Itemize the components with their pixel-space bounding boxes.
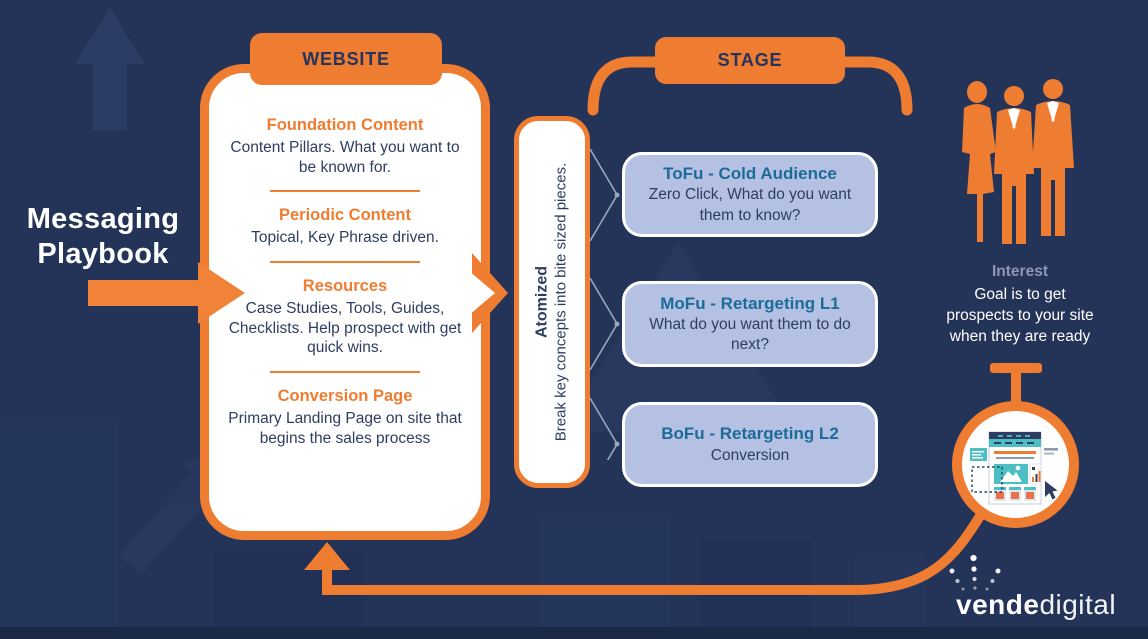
- brand-logo: vendedigital: [956, 589, 1116, 621]
- stats-lines-icon: [1044, 448, 1058, 455]
- stage-box-mofu: MoFu - Retargeting L1 What do you want t…: [622, 281, 878, 367]
- section-divider: [270, 261, 420, 264]
- logo-light: digital: [1039, 589, 1117, 620]
- website-sections: Foundation Content Content Pillars. What…: [212, 64, 478, 534]
- section-body: Content Pillars. What you want to be kno…: [230, 139, 460, 176]
- bg-block: [855, 555, 925, 639]
- interest-line: prospects to your site: [946, 306, 1094, 324]
- bg-block: [540, 518, 670, 639]
- section-body: Primary Landing Page on site that begins…: [228, 410, 462, 447]
- selection-rect-icon: [971, 466, 1003, 493]
- t-connector-icon: [990, 363, 1042, 411]
- people-silhouette-icon: [962, 79, 1074, 244]
- website-chevron-notch-icon: [462, 253, 508, 333]
- section-divider: [270, 371, 420, 374]
- interest-line: Goal is to get: [974, 286, 1066, 303]
- interest-heading: Interest: [992, 263, 1048, 280]
- return-arrow-head-icon: [304, 542, 350, 570]
- page-title: Messaging Playbook: [8, 202, 198, 273]
- section-heading: Conversion Page: [277, 387, 413, 406]
- stage-box-bofu: BoFu - Retargeting L2 Conversion: [622, 402, 878, 487]
- website-header: WEBSITE: [250, 33, 442, 85]
- page-title-line2: Playbook: [37, 238, 169, 271]
- website-illustration: [970, 431, 1058, 505]
- section-heading: Resources: [302, 277, 388, 296]
- stage-box-heading: ToFu - Cold Audience: [663, 164, 837, 184]
- stage-box-heading: MoFu - Retargeting L1: [660, 293, 840, 313]
- interest-line: when they are ready: [949, 327, 1091, 345]
- return-arrow-line: [322, 513, 985, 595]
- atomized-body: Break key concepts into bite sized piece…: [552, 162, 570, 442]
- bg-block: [0, 420, 118, 639]
- section-divider: [270, 190, 420, 193]
- section-heading: Periodic Content: [278, 206, 411, 225]
- logo-bold: vende: [956, 589, 1040, 620]
- stage-box-body: Zero Click, What do you want them to kno…: [648, 186, 852, 224]
- bg-up-arrow-icon: [75, 8, 145, 130]
- atomized-text: Atomized Break key concepts into bite si…: [533, 122, 572, 482]
- stage-box-tofu: ToFu - Cold Audience Zero Click, What do…: [622, 152, 878, 237]
- bg-bottom-band: [0, 627, 1148, 639]
- logo-dots-icon: [949, 554, 1001, 591]
- stage-bracket-icon: [587, 56, 913, 116]
- atomized-panel: Atomized Break key concepts into bite si…: [514, 116, 590, 488]
- section-body: Topical, Key Phrase driven.: [251, 229, 439, 247]
- browser-mockup-icon: [988, 431, 1042, 505]
- page-title-line1: Messaging: [26, 203, 180, 235]
- flow-arrow-right-icon: [88, 262, 245, 324]
- stage-box-body: What do you want them to do next?: [649, 315, 851, 354]
- connector-chevrons-icon: [589, 148, 620, 460]
- stage-box-body: Conversion: [710, 446, 790, 464]
- interest-body: Goal is to get prospects to your site wh…: [922, 285, 1118, 347]
- section-heading: Foundation Content: [266, 116, 424, 134]
- cursor-icon: [1045, 481, 1058, 500]
- stage-box-heading: BoFu - Retargeting L2: [661, 424, 839, 444]
- side-card-icon: [970, 448, 987, 461]
- stage-header: STAGE: [655, 37, 845, 84]
- atomized-heading: Atomized: [533, 266, 551, 338]
- section-body: Case Studies, Tools, Guides, Checklists.…: [228, 300, 462, 357]
